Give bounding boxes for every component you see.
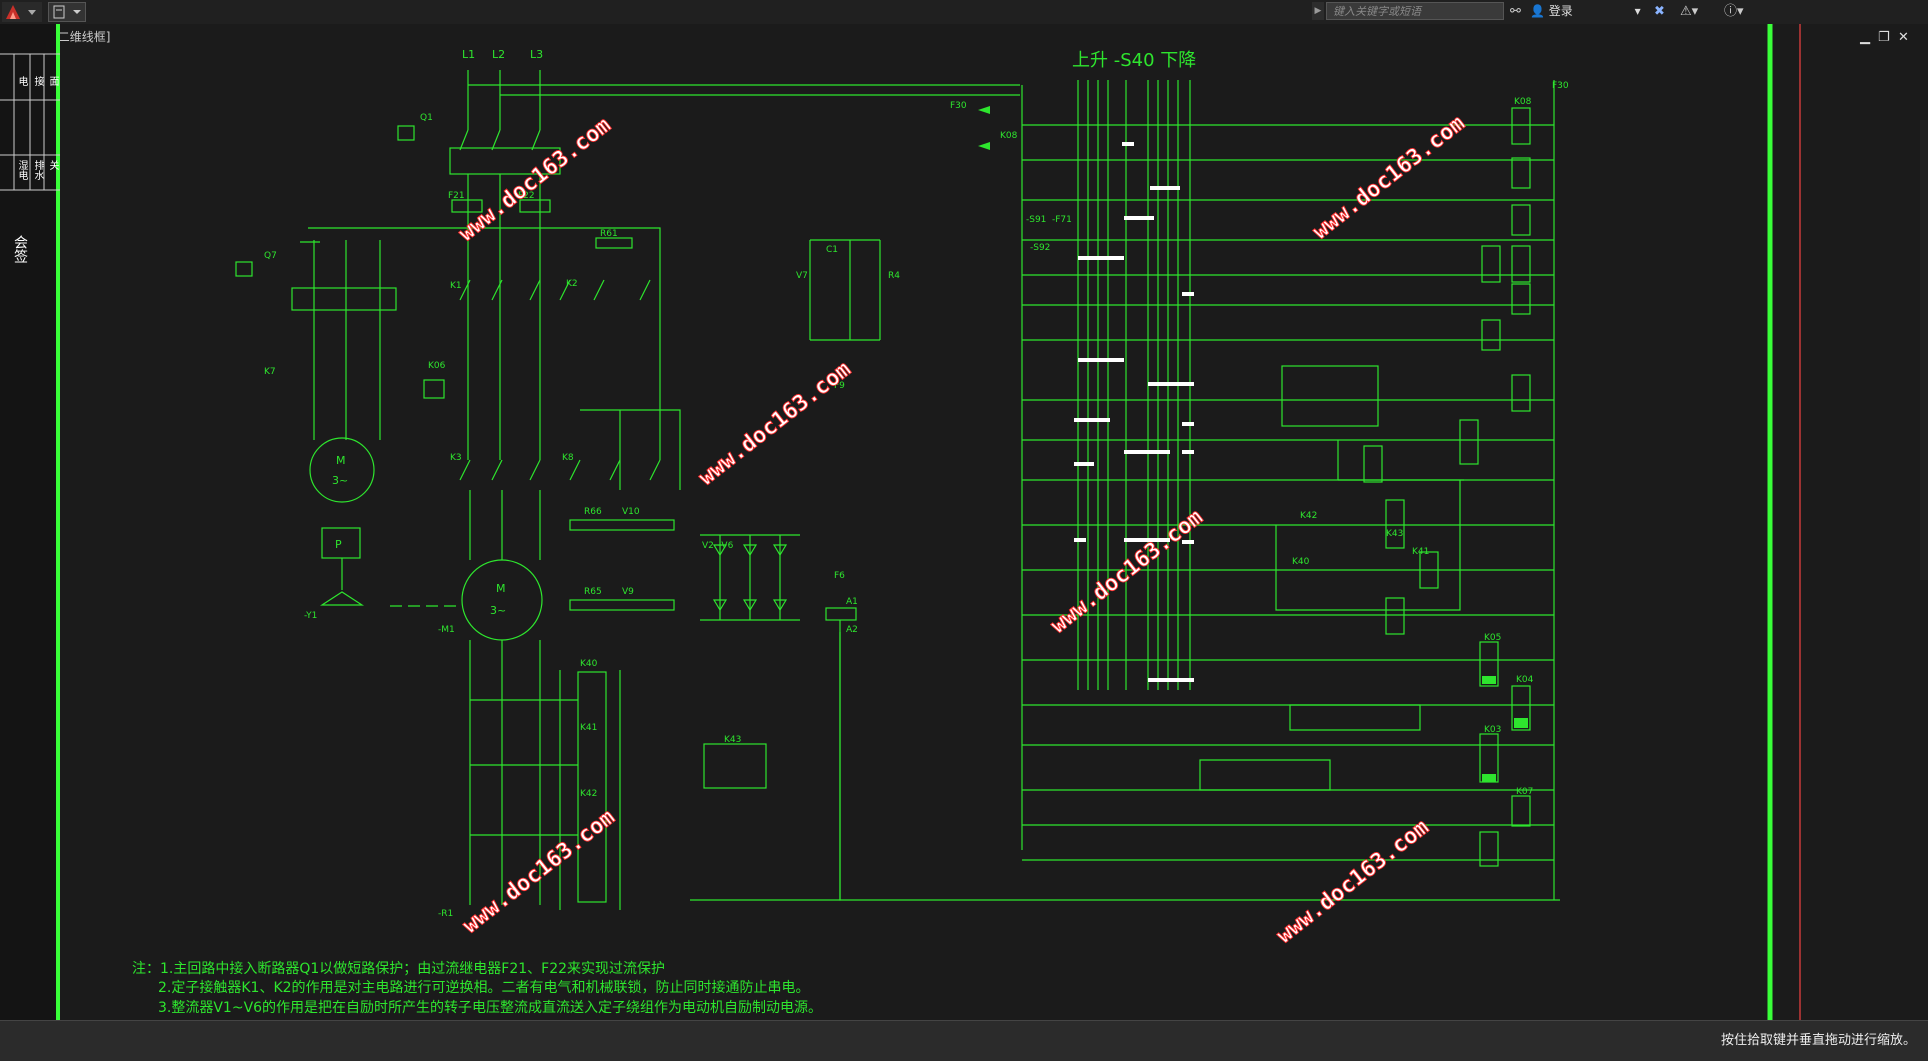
phase-label-l1: L1 xyxy=(462,48,475,61)
label-k40: K40 xyxy=(580,659,598,669)
restore-icon[interactable]: ❐ xyxy=(1878,30,1890,45)
phase-label-l2: L2 xyxy=(492,48,505,61)
label-f22: F22 xyxy=(518,191,535,201)
label-k03: K03 xyxy=(1484,725,1501,735)
label-k3: K3 xyxy=(450,453,462,463)
binoculars-icon[interactable]: ⚯ xyxy=(1510,4,1521,19)
label-m1: -M1 xyxy=(438,625,455,635)
label-k40-ctrl: K40 xyxy=(1292,557,1310,567)
label-r66: R66 xyxy=(584,507,602,517)
note-3: 3.整流器V1~V6的作用是把在自励时所产生的转子电压整流成直流送入定子绕组作为… xyxy=(158,999,822,1016)
login-dropdown-icon: ▾ xyxy=(1634,4,1641,18)
search-expand-icon[interactable]: ▶ xyxy=(1312,2,1324,20)
document-icon xyxy=(53,5,81,19)
title-bar: ▶ 键入关键字或短语 ⚯ 👤 登录 ▾ ✖ ⚠▾ ⓘ▾ xyxy=(0,0,1928,24)
label-v10: V10 xyxy=(622,507,640,517)
title-block-cell-3: 面 xyxy=(47,76,58,86)
watermark-1: www.doc163.com xyxy=(454,113,616,247)
phase-label-l3: L3 xyxy=(530,48,543,61)
drawing-canvas[interactable]: .g { stroke:#2ee52e; stroke-width:1.2; f… xyxy=(0,24,1928,1020)
help-icon[interactable]: ⓘ▾ xyxy=(1724,4,1744,19)
label-r61: R61 xyxy=(600,229,618,239)
title-block-cell-6: 关 xyxy=(47,160,58,170)
label-r65: R65 xyxy=(584,587,602,597)
label-a2: A2 xyxy=(846,625,858,635)
label-c1: C1 xyxy=(826,245,838,255)
label-s91: -S91 xyxy=(1026,215,1046,225)
title-block-cell-5: 排水 xyxy=(32,160,43,180)
aux-motor-sub: 3~ xyxy=(332,474,348,487)
status-message: 按住拾取键并垂直拖动进行缩放。 xyxy=(1720,1033,1916,1048)
aux-motor-m: M xyxy=(336,454,346,467)
label-f6: F6 xyxy=(834,571,845,581)
label-y1: -Y1 xyxy=(304,611,317,621)
a360-icon[interactable]: ⚠▾ xyxy=(1680,4,1699,19)
title-block-cell-4: 湿电 xyxy=(16,160,27,180)
watermark-4: www.doc163.com xyxy=(1308,111,1470,245)
watermark-5: www.doc163.com xyxy=(1272,815,1434,949)
label-k2: K2 xyxy=(566,279,578,289)
label-k8: K8 xyxy=(562,453,574,463)
quick-access-button[interactable] xyxy=(48,2,86,22)
minimize-icon[interactable]: ▁ xyxy=(1860,30,1870,45)
search-input[interactable]: 键入关键字或短语 xyxy=(1326,2,1504,20)
label-k08: K08 xyxy=(1000,131,1018,141)
watermark-6: www.doc163.com xyxy=(458,805,620,939)
label-f30-right: F30 xyxy=(1552,81,1569,91)
label-k42-ctrl: K42 xyxy=(1300,511,1317,521)
label-r4: R4 xyxy=(888,271,900,281)
main-motor-m: M xyxy=(496,582,506,595)
status-bar: 按住拾取键并垂直拖动进行缩放。 xyxy=(0,1020,1928,1061)
label-q1: Q1 xyxy=(420,113,433,123)
watermark-2: www.doc163.com xyxy=(694,357,856,491)
label-q7: Q7 xyxy=(264,251,277,261)
label-k04: K04 xyxy=(1516,675,1534,685)
label-f9: F9 xyxy=(834,381,845,391)
label-k7: K7 xyxy=(264,367,276,377)
label-f21: F21 xyxy=(448,191,465,201)
label-k07: K07 xyxy=(1516,787,1533,797)
main-motor-sub: 3~ xyxy=(490,604,506,617)
label-k41-ctrl: K41 xyxy=(1412,547,1429,557)
user-icon: 👤 xyxy=(1530,4,1545,18)
title-block-cell-1: 电 xyxy=(16,76,27,86)
app-logo-icon xyxy=(6,5,36,19)
login-label: 登录 xyxy=(1548,4,1573,18)
title-block-cell-2: 接 xyxy=(32,76,43,86)
label-k05: K05 xyxy=(1484,633,1501,643)
label-k42: K42 xyxy=(580,789,597,799)
label-k08-coil: K08 xyxy=(1514,97,1532,107)
label-k1: K1 xyxy=(450,281,462,291)
label-k6: K06 xyxy=(428,361,446,371)
login-button[interactable]: 👤 登录 ▾ xyxy=(1530,2,1641,20)
label-v9: V9 xyxy=(622,587,634,597)
note-2: 2.定子接触器K1、K2的作用是对主电路进行可逆换相。二者有电气和机械联锁，防止… xyxy=(158,979,810,996)
label-a1: A1 xyxy=(846,597,858,607)
label-s92: -S92 xyxy=(1030,243,1050,253)
note-1: 注：1.主回路中接入断路器Q1以做短路保护；由过流继电器F21、F22来实现过流… xyxy=(132,960,665,977)
pump-label: P xyxy=(335,538,342,551)
app-menu-button[interactable] xyxy=(2,2,42,22)
label-k43-ctrl: K43 xyxy=(1386,529,1403,539)
top-label: 上升 -S40 下降 xyxy=(1072,50,1196,71)
signature-title: 会签 xyxy=(12,235,28,263)
label-v7: V7 xyxy=(796,271,808,281)
label-rectifier: V2~V6 xyxy=(702,541,734,551)
close-icon[interactable]: ✕ xyxy=(1898,30,1909,45)
label-k41: K41 xyxy=(580,723,597,733)
label-f71: -F71 xyxy=(1052,215,1072,225)
exchange-icon[interactable]: ✖ xyxy=(1654,4,1665,19)
label-f30: F30 xyxy=(950,101,967,111)
label-r1: -R1 xyxy=(438,909,453,919)
label-k43: K43 xyxy=(724,735,741,745)
